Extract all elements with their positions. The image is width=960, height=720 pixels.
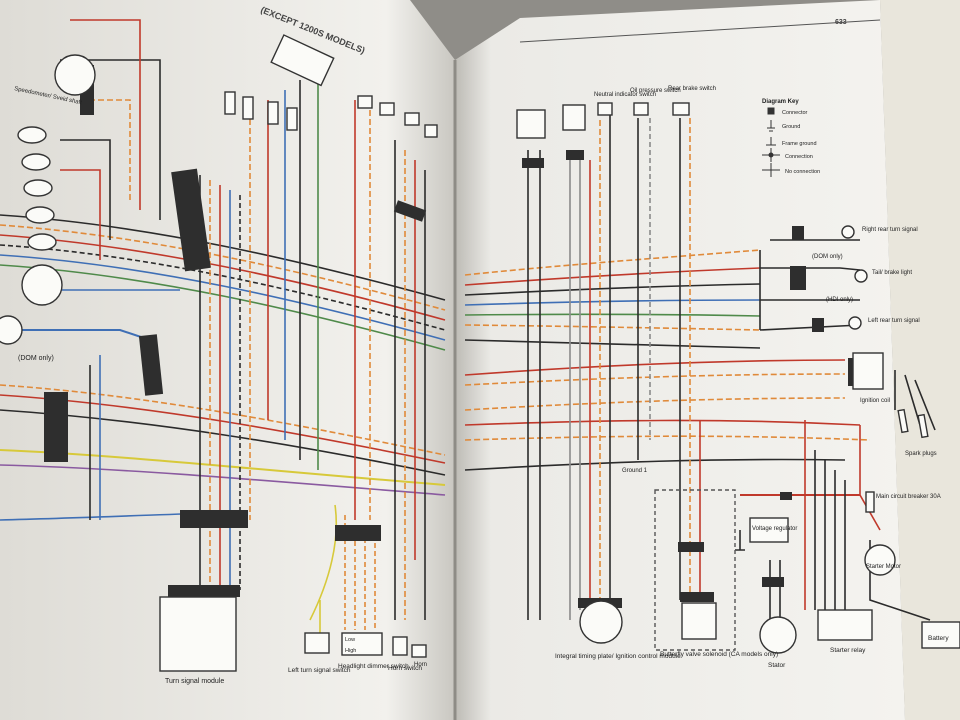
label-diagram-key: Diagram Key [762,99,799,105]
label-main-breaker: Main circuit breaker 30A [876,494,941,500]
label-ignition-coil: Ignition coil [860,398,890,404]
label-key-connector: Connector [782,110,808,116]
label-left-turn-switch: Left turn signal switch [288,667,351,674]
label-horn: Horn [414,662,427,668]
label-turn-signal-module: Turn signal module [165,678,224,685]
right-connectors [522,150,856,608]
right-page-number: 633 [835,19,847,26]
label-tail-brake: Tail/ brake light [872,270,912,276]
label-neutral: Neutral indicator switch [594,92,656,98]
label-horn-switch: Horn switch [388,665,422,672]
label-timing-plate: Integral timing plate/ Ignition control … [555,653,681,660]
label-key-frame-ground: Frame ground [782,141,817,147]
label-starter-motor: Starter Motor [866,564,901,570]
right-labels: Neutral indicator switch Oil pressure sw… [555,86,949,669]
label-key-ground: Ground [782,124,800,130]
label-dom-only-left: (DOM only) [18,355,54,362]
right-wiring [464,115,936,630]
label-headlight-dimmer: Headlight dimmer switch [338,663,409,670]
label-hdi-only: (HDI only) [826,297,853,303]
page-stack-edge [880,0,960,720]
right-page-rule [519,19,881,43]
label-low: Low [345,637,355,643]
label-butterfly: Butterfly valve solenoid (CA models only… [660,651,778,658]
label-voltage-regulator: Voltage regulator [752,526,797,532]
label-battery: Battery [928,635,949,642]
diagram-key [762,107,780,177]
label-dom-only-right: (DOM only) [812,254,843,260]
label-stator: Stator [768,662,786,669]
label-right-rear-turn: Right rear turn signal [862,227,918,233]
label-key-no-connection: No connection [785,169,820,175]
right-components [516,102,960,654]
label-rear-brake: Rear brake switch [668,86,716,92]
label-oil-pressure: Oil pressure switch [630,88,681,94]
label-starter-relay: Starter relay [830,647,866,654]
label-spark-plugs: Spark plugs [905,451,937,457]
label-ground1: Ground 1 [622,468,648,474]
label-left-rear-turn: Left rear turn signal [868,318,920,324]
label-key-connection: Connection [785,154,813,160]
left-wiring [0,19,446,635]
left-components [0,34,438,672]
label-high: High [345,648,356,654]
